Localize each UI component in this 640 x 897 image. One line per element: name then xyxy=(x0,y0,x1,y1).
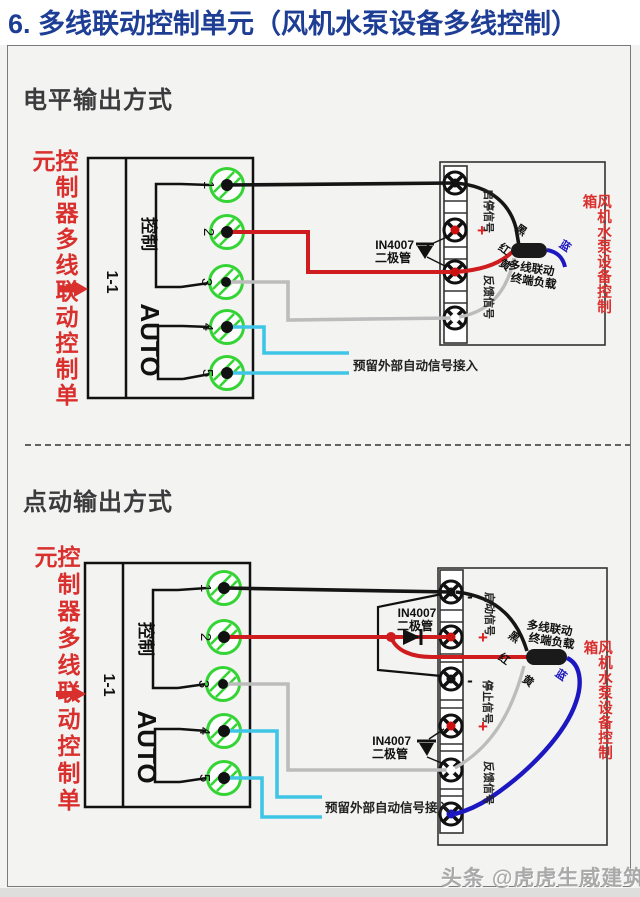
level-diagram: 1-1 控制 AUTO 1 2 3 4 5 + 启停信号 反馈信号 IN4007… xyxy=(58,156,606,400)
jog-left-arrow-icon xyxy=(56,686,86,702)
jog-wire-blue-label: 蓝 xyxy=(553,666,570,684)
level-unit-auto-label: AUTO xyxy=(135,303,165,376)
jog-wire-black xyxy=(223,586,452,594)
level-load-capsule xyxy=(511,243,547,258)
jog-wire-gray xyxy=(223,682,448,772)
level-terminal-1-number: 1 xyxy=(200,181,217,189)
jog-terminal-1-number: 1 xyxy=(197,584,214,592)
jog-terminal-4-number: 4 xyxy=(196,727,213,735)
level-unit-box xyxy=(86,156,255,400)
jog-feedback-signal-label: 反馈信号 xyxy=(482,761,496,805)
jog-control-bracket xyxy=(151,588,178,690)
jog-unit-col-label: 1-1 xyxy=(100,673,117,696)
jog-red-junction-dot xyxy=(386,632,396,642)
jog-terminal-3-number: 3 xyxy=(195,680,212,688)
jog-minus-1-label: - xyxy=(467,587,473,606)
jog-wire-cyan-5 xyxy=(224,776,322,819)
title-bar: 6. 多线联动控制单元（风机水泵设备多线控制） xyxy=(0,0,640,45)
level-diode-name-label: IN4007 xyxy=(375,238,414,252)
level-controller-label: 控制器多线联动控制单元 xyxy=(29,149,78,409)
level-wire-red xyxy=(227,230,455,274)
jog-terminal-5-number: 5 xyxy=(196,774,213,782)
level-control-box xyxy=(439,161,606,346)
level-diode-type-label: 二极管 xyxy=(375,250,411,265)
level-control-bracket xyxy=(154,182,181,289)
level-strip-dividers xyxy=(444,200,467,304)
level-feedback-signal-label: 反馈信号 xyxy=(482,275,496,319)
jog-unit-auto-label: AUTO xyxy=(132,710,162,783)
level-terminal-3-number: 3 xyxy=(198,278,215,286)
bottom-strip xyxy=(0,888,640,897)
jog-diagram: 1-1 控制 AUTO 1 2 3 4 5 - + - + 启动信号 停止信号 … xyxy=(56,561,608,846)
jog-auto-bracket xyxy=(153,727,180,784)
jog-stop-diode xyxy=(417,728,445,765)
level-diode xyxy=(416,236,448,268)
jog-strip-dividers xyxy=(440,609,463,797)
level-wire-black-curve xyxy=(454,181,521,247)
level-wire-blue-pigtail xyxy=(546,248,567,268)
level-plus-label: + xyxy=(477,221,487,240)
jog-unit-control-label: 控制 xyxy=(136,622,156,656)
level-auto-bracket xyxy=(156,324,183,381)
level-unit-col-label: 1-1 xyxy=(103,270,120,293)
page-title: 6. 多线联动控制单元（风机水泵设备多线控制） xyxy=(8,9,579,39)
jog-start-signal-label: 启动信号 xyxy=(483,592,497,636)
watermark: 头条 @虎虎生威建筑监理 xyxy=(441,867,640,890)
jog-wire-black-curve xyxy=(455,590,529,652)
jog-load-capsule xyxy=(526,649,567,665)
jog-diode1-name-label: IN4007 xyxy=(398,606,437,620)
jog-control-box xyxy=(437,567,608,846)
jog-stop-signal-label: 停止信号 xyxy=(481,680,495,724)
level-section-heading: 电平输出方式 xyxy=(23,87,173,114)
level-control-box-label: 风机水泵设备控制箱 xyxy=(580,194,612,314)
jog-wire-cyan-4 xyxy=(224,729,322,799)
jog-wire-blue xyxy=(454,656,582,817)
jog-diode1-type-label: 二极管 xyxy=(397,618,433,633)
jog-controller-label: 控制器多线联动控制单元 xyxy=(31,545,80,815)
jog-control-box-label: 风机水泵设备控制箱 xyxy=(581,640,613,760)
jog-terminal-leads xyxy=(177,586,208,784)
jog-start-diode xyxy=(386,629,423,645)
level-left-arrow-icon xyxy=(58,281,88,297)
jog-reserved-note: 预留外部自动信号接入 xyxy=(325,800,451,815)
level-wire-red-curve xyxy=(454,250,514,274)
level-start-stop-signal-label: 启停信号 xyxy=(482,189,496,233)
level-reserved-note: 预留外部自动信号接入 xyxy=(353,358,479,373)
level-wire-gray xyxy=(226,280,453,322)
jog-minus-2-label: - xyxy=(467,671,473,690)
jog-terminal-dots xyxy=(218,582,456,819)
level-wire-gray-curve xyxy=(451,257,516,320)
jog-plus-1-label: + xyxy=(478,628,488,647)
level-wire-black xyxy=(226,181,456,187)
level-wire-cyan-4 xyxy=(227,325,349,355)
jog-terminal-2-number: 2 xyxy=(197,633,214,641)
level-terminal-4-number: 4 xyxy=(199,323,216,331)
jog-plus-2-label: + xyxy=(478,717,488,736)
jog-wire-red-label: 红 xyxy=(496,650,513,668)
jog-wire-gray-curve xyxy=(452,665,526,771)
level-unit-control-label: 控制 xyxy=(139,217,159,251)
level-terminal-5-number: 5 xyxy=(199,369,216,377)
jog-section-heading: 点动输出方式 xyxy=(23,489,173,516)
level-terminal-strip xyxy=(443,165,468,344)
level-terminal-2-number: 2 xyxy=(200,228,217,236)
level-terminal-leads xyxy=(180,182,211,381)
jog-diode2-name-label: IN4007 xyxy=(372,734,411,748)
level-wire-blue-label: 蓝 xyxy=(557,237,574,255)
jog-diode2-type-label: 二极管 xyxy=(372,746,408,761)
level-terminal-dots xyxy=(221,178,460,379)
